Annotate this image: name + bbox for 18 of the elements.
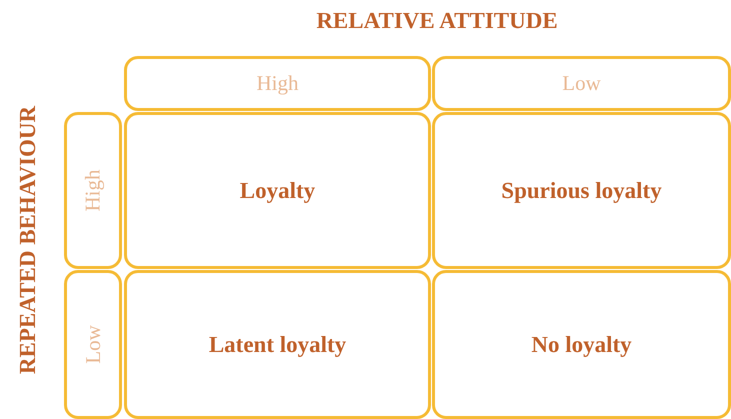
matrix-cell — [432, 270, 731, 419]
header-cell — [64, 112, 122, 269]
matrix-cell — [124, 270, 431, 419]
cell-text: Spurious loyalty — [501, 178, 662, 204]
header-text: High — [80, 170, 106, 212]
cell-text: No loyalty — [531, 332, 632, 358]
axis-title: RELATIVE ATTITUDE — [316, 8, 558, 34]
cell-text: Loyalty — [240, 178, 316, 204]
header-text: High — [256, 71, 298, 96]
header-cell — [64, 270, 122, 419]
cell-text: Latent loyalty — [208, 332, 346, 358]
header-text: Low — [80, 325, 106, 364]
header-cell — [432, 56, 731, 111]
axis-title: REPEATED BEHAVIOUR — [15, 106, 41, 374]
header-text: Low — [562, 71, 601, 96]
header-cell — [124, 56, 431, 111]
matrix-cell — [124, 112, 431, 269]
matrix-cell — [432, 112, 731, 269]
